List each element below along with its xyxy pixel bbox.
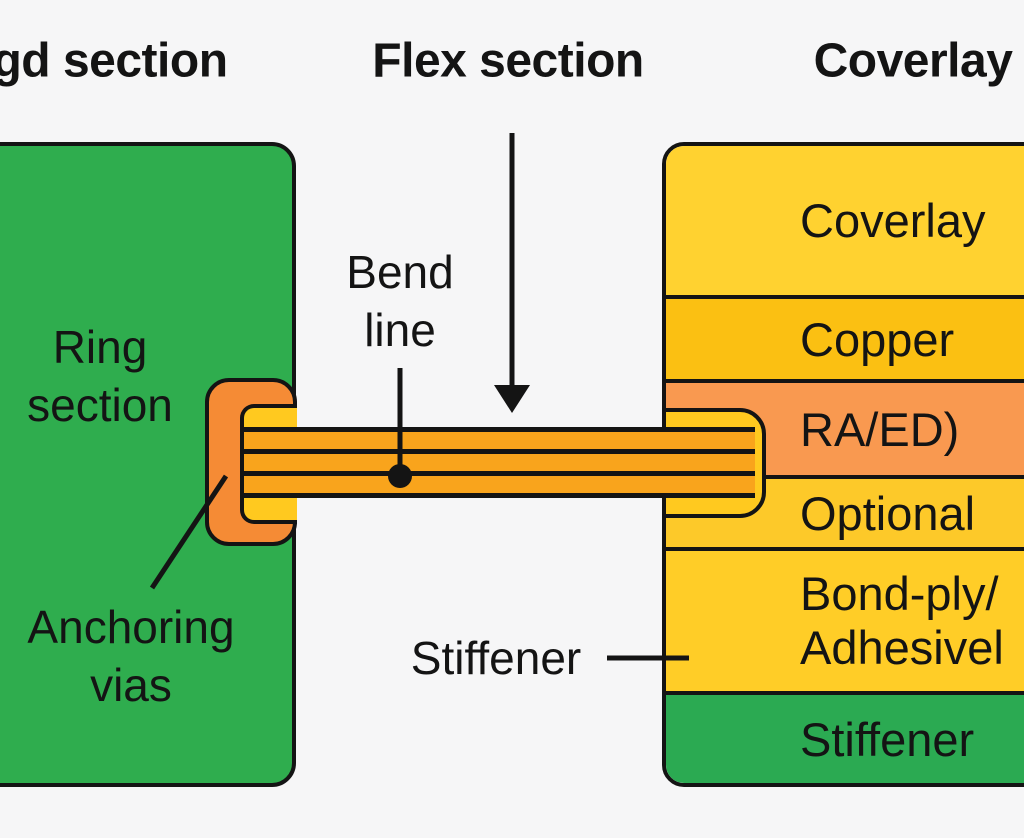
ribbon-separator [244,449,755,454]
layer-stack: Coverlay Copper RA/ED) Optional Bond-ply… [662,142,1024,787]
layer-copper-label: Copper [800,312,955,366]
ring-section-label: Ring section [27,318,173,434]
layer-coverlay-label: Coverlay [800,194,986,247]
layer-coverlay: Coverlay [666,146,1024,295]
bend-line-label-line2: line [364,304,436,356]
ribbon-band-bottom [244,476,755,493]
layer-bondply: Bond-ply/ Adhesivel [666,547,1024,691]
ribbon-separator [244,471,755,476]
down-arrow-icon [494,385,530,413]
header-flex-section: Flex section [372,34,644,88]
anchoring-vias-label-line2: vias [90,659,172,711]
ribbon-band-middle [244,454,755,471]
layer-raed-label: RA/ED) [800,402,960,456]
header-rigid-section: gd section [0,34,228,88]
header-coverlay: Coverlay [813,34,1013,88]
ring-section-label-line2: section [27,379,173,431]
anchoring-vias-label: Anchoring vias [27,598,234,714]
layer-stiffener: Stiffener [666,691,1024,783]
layer-stiffener-label: Stiffener [800,712,975,766]
bend-line-label: Bend line [346,243,453,359]
anchoring-vias-label-line1: Anchoring [27,601,235,653]
ribbon-band-top [244,432,755,449]
stiffener-pointer-label: Stiffener [410,632,582,684]
layer-optional-label: Optional [800,486,976,540]
layer-bondply-label-line2: Adhesivel [800,621,1004,674]
bend-line-label-line1: Bend [346,246,454,298]
ring-section-label-line1: Ring [52,321,148,373]
flex-ribbon [244,427,755,498]
layer-copper: Copper [666,295,1024,379]
layer-bondply-label-line1: Bond-ply/ [800,567,999,620]
